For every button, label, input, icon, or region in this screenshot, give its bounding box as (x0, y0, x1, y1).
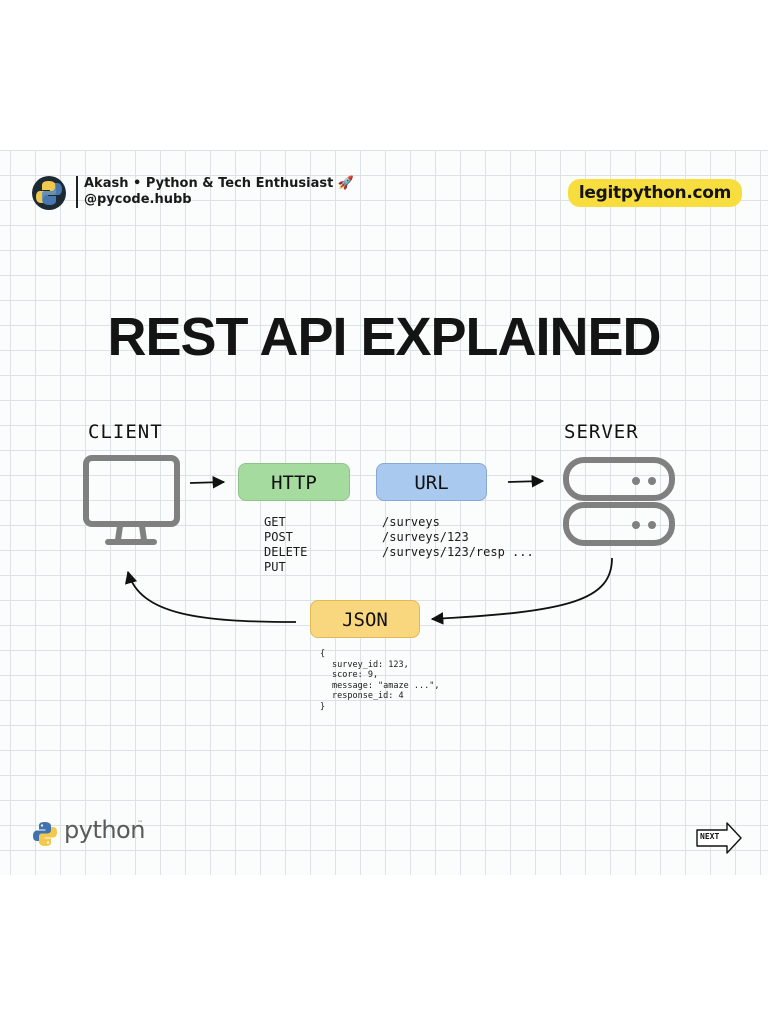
endpoints-list: /surveys /surveys/123 /surveys/123/resp … (382, 515, 534, 560)
arrow-url-to-server (507, 475, 545, 488)
payload-open-brace: { (320, 649, 326, 659)
python-wordmark: python (64, 816, 145, 844)
trademark-mark: ™ (137, 820, 143, 827)
arrow-client-to-http (189, 476, 226, 489)
python-logo-icon (33, 822, 57, 846)
author-handle: @pycode.hubb (76, 192, 192, 208)
next-arrow-icon[interactable] (696, 822, 742, 854)
arrow-json-to-client (124, 570, 297, 623)
python-avatar-icon (36, 181, 62, 205)
page-title: REST API EXPLAINED (107, 307, 661, 367)
author-name: Akash • Python & Tech Enthusiast 🚀 (76, 176, 354, 192)
arrow-server-to-json (430, 557, 613, 625)
avatar (32, 176, 66, 210)
method-get: GET (264, 515, 286, 529)
endpoint-item: /surveys/123 (382, 530, 469, 544)
method-put: PUT (264, 560, 286, 574)
method-delete: DELETE (264, 545, 308, 559)
payload-close-brace: } (320, 701, 326, 712)
site-badge[interactable]: legitpython.com (568, 179, 742, 207)
payload-field: message: "amaze ...", (332, 680, 440, 691)
next-label[interactable]: NEXT (700, 832, 720, 841)
method-post: POST (264, 530, 293, 544)
url-box: URL (376, 463, 487, 501)
client-label: CLIENT (88, 421, 163, 443)
payload-field: score: 9, (332, 670, 379, 680)
server-icon (563, 457, 675, 546)
http-methods-list: GET POST DELETE PUT (264, 515, 307, 575)
monitor-icon (83, 455, 180, 545)
endpoint-item: /surveys/123/resp ... (382, 545, 534, 559)
grid-card (0, 150, 768, 875)
server-label: SERVER (564, 421, 639, 443)
json-box: JSON (310, 600, 420, 638)
http-box: HTTP (238, 463, 350, 501)
payload-field: survey_id: 123, (332, 659, 409, 670)
json-payload: { survey_id: 123, score: 9, message: "am… (320, 649, 439, 712)
payload-field: response_id: 4 (332, 691, 404, 701)
endpoint-item: /surveys (382, 515, 440, 529)
